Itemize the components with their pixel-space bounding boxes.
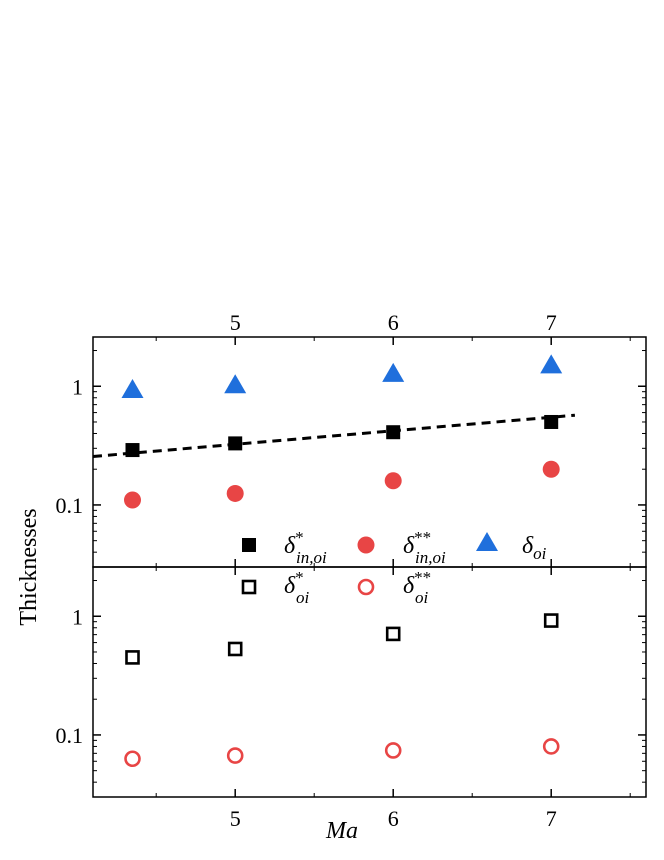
dashed-fit-line: [92, 413, 576, 458]
x-tick-label-top: 6: [388, 310, 399, 335]
legend-marker-3: [241, 579, 257, 595]
y-tick-label: 1: [72, 374, 83, 399]
point-bottom-s1-1: [226, 747, 244, 764]
legend-label-0: δ*in,oi: [284, 528, 327, 567]
legend-label-3: δ*oi: [284, 568, 310, 607]
fit-line-group: [92, 413, 576, 458]
axis-ticks: [93, 337, 646, 797]
point-top-s2-1: [224, 374, 247, 394]
y-tick-label: 1: [72, 604, 83, 629]
x-tick-label-bottom: 5: [230, 806, 241, 831]
legend-label-4: δ**oi: [403, 568, 431, 607]
x-axis-label: Ma: [325, 818, 358, 844]
legend-label-1: δ**in,oi: [403, 528, 446, 567]
point-top-s0-1: [228, 436, 243, 451]
y-tick-label: 0.1: [56, 493, 84, 518]
legend-marker-1: [357, 536, 375, 554]
point-top-s1-2: [384, 472, 402, 490]
legend-marker-2: [476, 532, 498, 551]
point-top-s0-2: [386, 425, 401, 440]
point-top-s0-3: [544, 414, 559, 429]
legend-marker-4: [357, 578, 375, 596]
panel-frame-top: [92, 336, 647, 568]
y-axis-label: Thicknesses: [16, 508, 42, 625]
x-tick-label-top: 7: [546, 310, 557, 335]
point-top-s1-0: [124, 491, 141, 509]
point-bottom-s0-2: [385, 626, 401, 642]
tick-labels: 1 0.1 1 0.1 5 5 6 6 7 7: [56, 310, 557, 831]
point-bottom-s0-3: [543, 613, 559, 628]
point-bottom-s1-2: [384, 742, 402, 759]
legend: δ*in,oi δ**in,oi δoi δ*oi δ**oi: [241, 528, 547, 607]
point-top-s1-1: [226, 484, 244, 502]
x-tick-label-top: 5: [230, 310, 241, 335]
point-bottom-s1-0: [124, 750, 141, 768]
x-tick-label-bottom: 6: [388, 806, 399, 831]
point-top-s0-0: [125, 443, 140, 458]
x-tick-label-bottom: 7: [546, 806, 557, 831]
legend-label-2: δoi: [522, 533, 547, 563]
y-tick-label: 0.1: [56, 723, 84, 748]
point-bottom-s0-1: [227, 641, 243, 657]
point-top-s2-3: [540, 354, 563, 374]
point-bottom-s1-3: [542, 738, 560, 755]
panel-frame-bottom: [92, 566, 647, 798]
panel-frames: [92, 336, 647, 798]
data-marks: [121, 354, 563, 768]
point-top-s2-2: [382, 362, 405, 382]
legend-marker-0: [242, 538, 256, 552]
point-top-s1-3: [542, 460, 560, 478]
point-bottom-s0-0: [125, 650, 140, 665]
point-top-s2-0: [121, 378, 144, 398]
